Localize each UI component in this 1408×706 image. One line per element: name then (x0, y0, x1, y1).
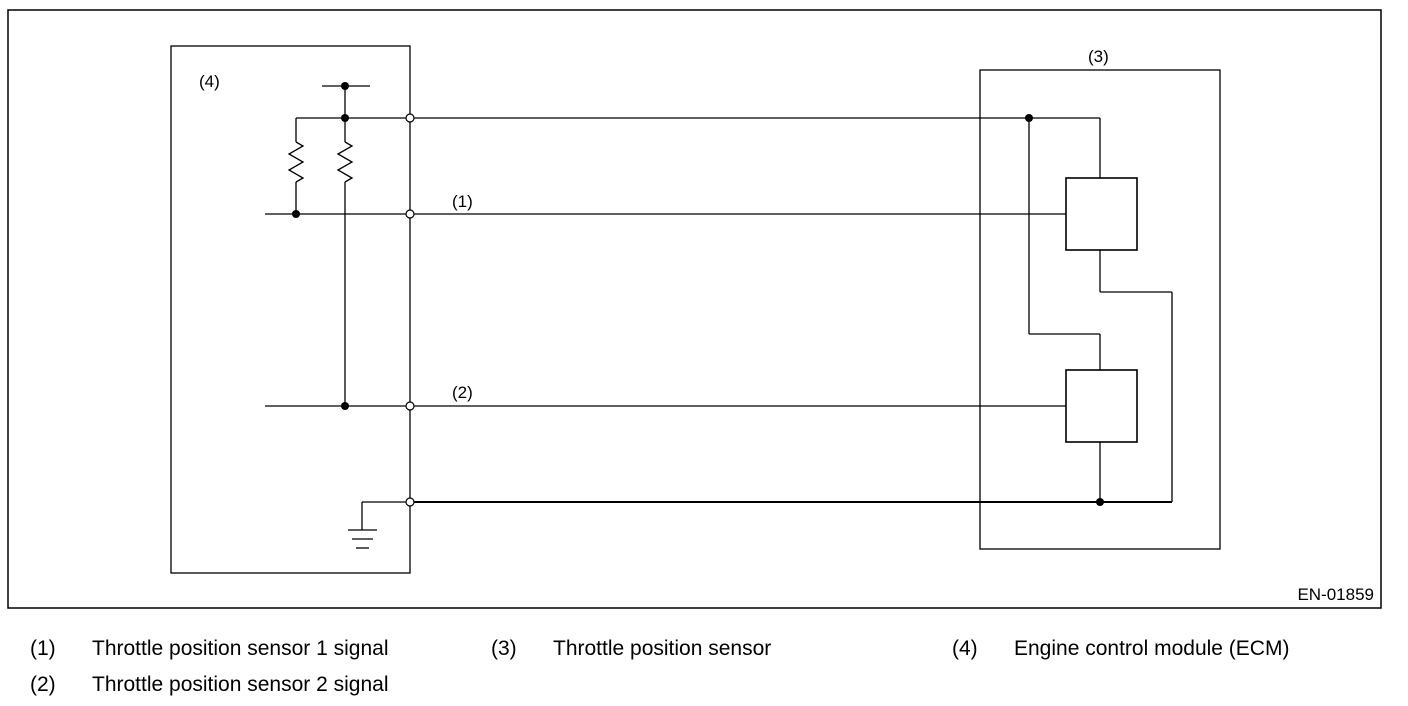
legend-number: (3) (491, 637, 517, 660)
harness-wires (410, 117, 1172, 503)
legend-text: Throttle position sensor 1 signal (92, 637, 389, 660)
ecm-callout: (4) (199, 72, 220, 91)
legend-number: (4) (952, 637, 978, 660)
legend-number: (1) (30, 637, 56, 660)
sensor-callout: (3) (1088, 47, 1109, 66)
figure-id: EN-01859 (1297, 585, 1374, 604)
legend-text: Throttle position sensor (553, 637, 772, 660)
connector-terminals (405, 113, 415, 507)
legend-item-1: (1) Throttle position sensor 1 signal (30, 637, 460, 661)
diagram-frame (7, 9, 1382, 609)
legend-number: (2) (30, 673, 56, 696)
sensor-box (979, 69, 1221, 550)
legend-item-2: (2) Throttle position sensor 2 signal (30, 673, 460, 697)
signal-2-callout: (2) (452, 383, 473, 402)
sensor-internal-wiring (1028, 118, 1173, 502)
junction-dots (292, 82, 1104, 506)
wiring-diagram: (4) (3) (7, 9, 1382, 609)
sensor-element-1 (1065, 177, 1138, 251)
legend-item-4: (4) Engine control module (ECM) (952, 637, 1352, 661)
signal-1-callout: (1) (452, 192, 473, 211)
ecm-internal-wiring (265, 85, 410, 549)
legend-text: Engine control module (ECM) (1014, 637, 1290, 660)
sensor-element-2 (1065, 369, 1138, 443)
ecm-box (170, 45, 411, 574)
legend-item-3: (3) Throttle position sensor (491, 637, 821, 661)
legend-text: Throttle position sensor 2 signal (92, 673, 389, 696)
